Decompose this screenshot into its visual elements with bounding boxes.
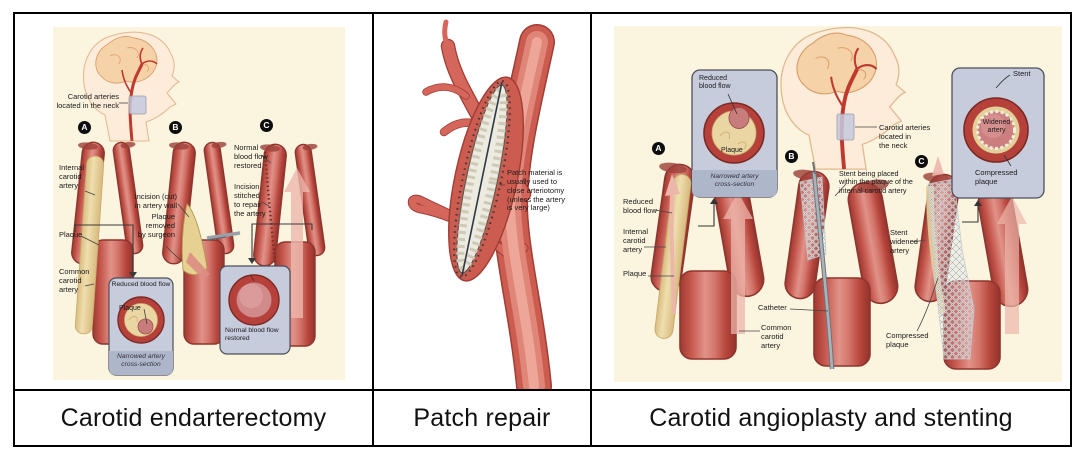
step-badge-a: A [652,142,665,155]
label-normal-flow-restored: Normal blood flow restored [234,143,268,170]
caption-cell-endarterectomy: Carotid endarterectomy [15,389,372,445]
neck-highlight-box [128,95,147,115]
label-common-carotid: Common carotid artery [59,267,90,294]
inset-label-plaque: Plaque [119,305,141,312]
artery-a-narrowed [648,160,768,360]
label-plaque-removed: Plaque removed by surgeon [137,212,175,239]
artery-b-incision [160,140,241,345]
inset-narrowed-cross-section [74,224,174,376]
patch-seam [461,81,503,277]
panel-angioplasty-cell: Carotid arteries located in the neck A B… [590,14,1070,389]
caption-cell-patch-repair: Patch repair [372,389,590,445]
artery-c-stitched [251,142,327,347]
neck-highlight-box [836,113,855,141]
figure-table: Carotid arteries located in the neck A B… [13,12,1072,447]
label-patch-material: Patch material is usually used to close … [507,168,565,213]
patch-graft [448,76,524,282]
angioplasty-illustration [614,25,1062,382]
inset-title-reduced-flow: Reduced blood flow [111,281,171,288]
label-carotid-arteries-neck: Carotid arteries located in the neck [879,123,931,150]
surgical-tool [206,231,241,240]
panel-endarterectomy-cell: Carotid arteries located in the neck A B… [15,14,372,389]
panel-patch-repair-cell: Patch material is usually used to close … [372,14,590,389]
label-incision-cut: Incision (cut) in artery wall [134,192,177,210]
inset-label-plaque: Plaque [721,147,743,154]
label-plaque: Plaque [59,230,83,239]
label-carotid-arteries-neck: Carotid arteries located in the neck [56,92,119,110]
panel-endarterectomy: Carotid arteries located in the neck A B… [15,14,372,389]
caption-endarterectomy: Carotid endarterectomy [60,403,327,432]
step-badge-b: B [785,150,798,163]
label-plaque: Plaque [623,269,647,278]
blood-flow-arrow [723,192,753,334]
inset-label-compressed-plaque: Compressed plaque [975,168,1018,186]
leader-lines [80,102,272,287]
head-neck-figure [779,25,908,172]
label-internal-carotid: Internal carotid artery [59,163,85,190]
reduced-flow-arrow [665,174,680,196]
label-catheter: Catheter [758,303,787,312]
inset-widened-cross-section [951,67,1045,223]
inset-caption-narrowed: Narrowed artery cross-section [117,353,165,368]
caption-angioplasty: Carotid angioplasty and stenting [649,403,1013,432]
label-internal-carotid: Internal carotid artery [623,227,649,254]
step-badge-c: C [915,155,928,168]
stitches [453,80,511,278]
artery-b-catheter [782,161,902,370]
inset-label-widened-artery: Widened artery [982,119,1011,135]
inset-title-reduced-flow: Reduced blood flow [699,75,731,91]
step-badge-b: B [169,121,182,134]
panel-angioplasty: Carotid arteries located in the neck A B… [592,14,1070,389]
step-badge-a: A [78,121,91,134]
blood-flow-arrow [284,168,310,318]
label-reduced-blood-flow: Reduced blood flow [623,197,657,215]
label-compressed-plaque: Compressed plaque [886,331,929,349]
patch-repair-illustration [407,19,555,389]
inset-narrowed-cross-section [691,69,778,227]
caption-patch-repair: Patch repair [413,403,551,432]
caption-cell-angioplasty: Carotid angioplasty and stenting [590,389,1070,445]
label-common-carotid: Common carotid artery [761,323,792,350]
label-incision-stitched: Incision stitched to repair the artery [234,182,266,218]
leader-lines [644,126,939,332]
endarterectomy-illustration [53,27,345,380]
label-stent-being-placed: Stent being placed within the plaque of … [839,169,913,195]
panel-patch-repair: Patch material is usually used to close … [374,14,590,389]
head-neck-figure [81,30,181,143]
inset-caption-restored: Normal blood flow restored [225,327,279,342]
step-badge-c: C [260,119,273,132]
inset-label-stent: Stent [1013,69,1031,78]
artery-a-narrowed [69,140,145,345]
blood-flow-arrow [997,196,1027,334]
label-stent-widened: Stent widened artery [890,228,918,255]
inset-caption-narrowed: Narrowed artery cross-section [710,173,759,188]
inset-restored-cross-section [219,223,313,355]
